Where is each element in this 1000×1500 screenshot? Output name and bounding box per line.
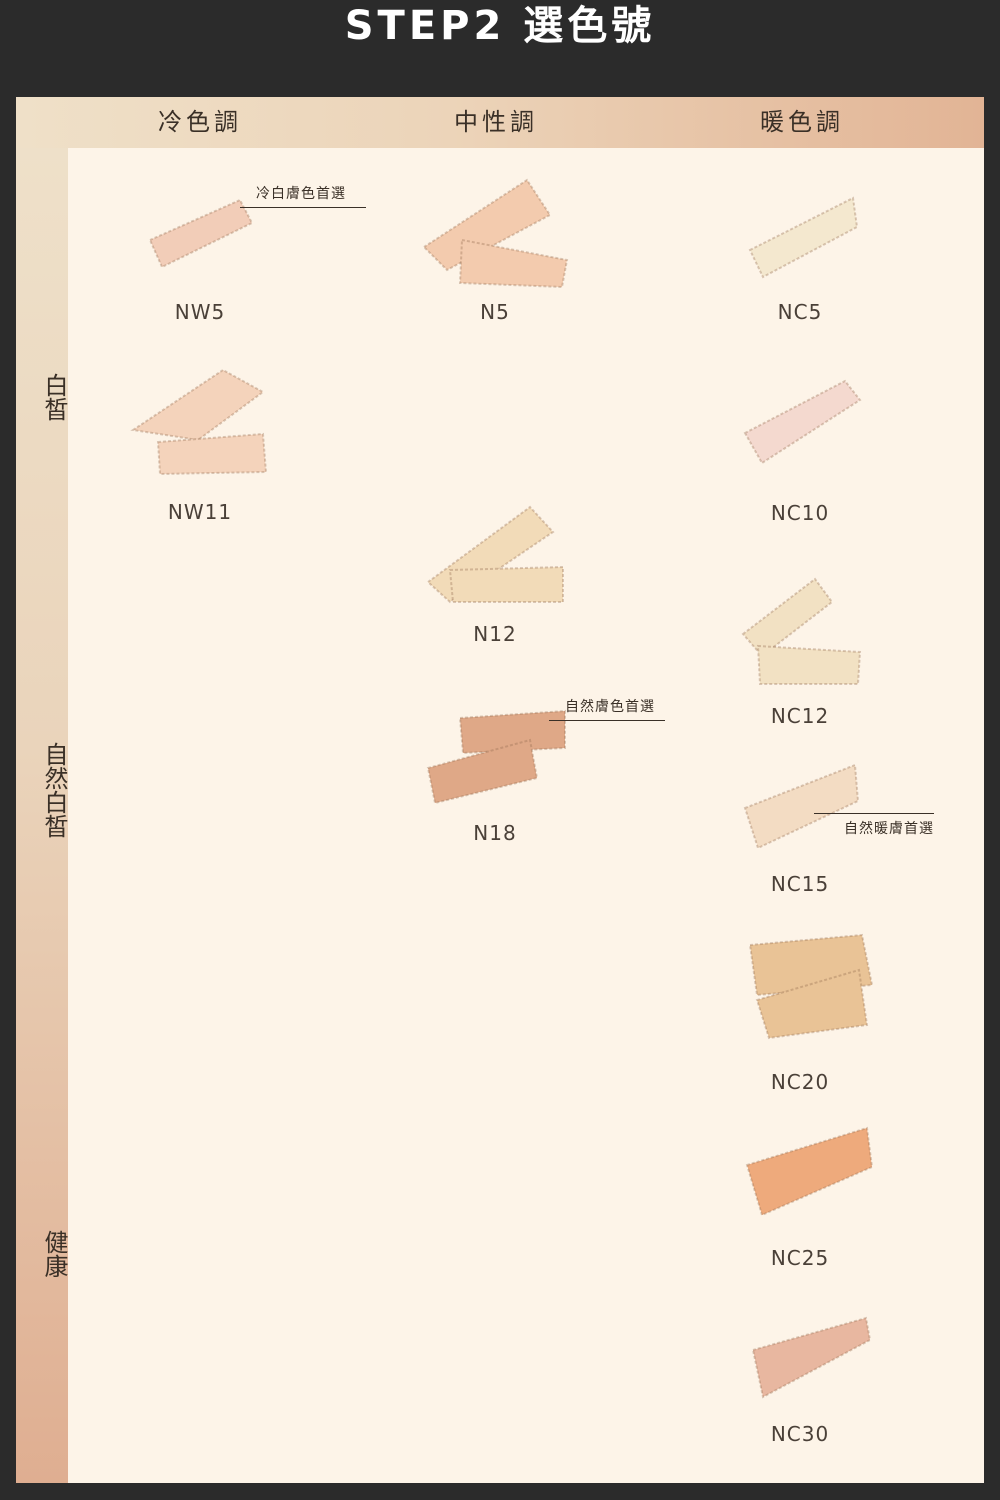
swatch-nc30[interactable] — [748, 1315, 876, 1405]
skin-level-sidebar: 白皙 自然白皙 健康 — [16, 148, 68, 1483]
column-neutral: 中性調 — [454, 108, 538, 136]
swatch-n12[interactable] — [425, 502, 570, 607]
nc10-swatch-shape — [743, 379, 862, 465]
swatch-n18[interactable] — [425, 708, 570, 808]
note-natural-warm-pick: 自然暖膚首選 — [814, 813, 934, 842]
note-natural-pick: 自然膚色首選 — [549, 696, 665, 721]
swatch-nc5[interactable] — [745, 195, 860, 285]
swatch-nc10[interactable] — [740, 378, 865, 468]
code-nc20: NC20 — [770, 1070, 830, 1094]
swatch-nw5[interactable] — [140, 195, 260, 285]
swatch-nc12[interactable] — [740, 574, 865, 689]
swatch-nc25[interactable] — [742, 1125, 877, 1225]
row-fair: 白皙 — [40, 373, 68, 421]
swatch-nw11[interactable] — [128, 362, 273, 477]
code-nw11: NW11 — [167, 500, 233, 524]
code-n5: N5 — [480, 300, 510, 324]
note-cool-fair-pick: 冷白膚色首選 — [240, 183, 366, 208]
code-nw5: NW5 — [174, 300, 226, 324]
column-warm: 暖色調 — [760, 108, 844, 136]
nc25-swatch-shape — [745, 1126, 874, 1217]
n5-swatch-shape — [422, 178, 569, 289]
n18-swatch-shape — [426, 709, 566, 805]
code-nc30: NC30 — [770, 1422, 830, 1446]
note-line — [814, 813, 934, 818]
row-natural-fair: 自然白皙 — [40, 742, 68, 838]
code-nc10: NC10 — [770, 501, 830, 525]
code-n18: N18 — [473, 821, 517, 845]
nc12-swatch-shape — [741, 577, 862, 685]
swatch-nc15[interactable] — [740, 763, 862, 858]
nw11-swatch-shape — [130, 368, 268, 476]
nc20-swatch-shape — [748, 933, 874, 1040]
note-text: 自然暖膚首選 — [844, 821, 934, 837]
nw5-swatch-shape — [148, 198, 254, 269]
n12-swatch-shape — [426, 505, 564, 604]
code-nc12: NC12 — [770, 704, 830, 728]
code-n12: N12 — [473, 622, 517, 646]
code-nc5: NC5 — [777, 300, 823, 324]
code-nc25: NC25 — [770, 1246, 830, 1270]
code-nc15: NC15 — [770, 872, 830, 896]
row-healthy: 健康 — [40, 1230, 68, 1278]
page-title: STEP2 選色號 — [344, 3, 656, 49]
nc15-swatch-shape — [743, 763, 860, 850]
tone-header: 冷色調 中性調 暖色調 — [16, 97, 984, 148]
nc5-swatch-shape — [748, 196, 859, 279]
swatch-nc20[interactable] — [747, 930, 882, 1040]
nc30-swatch-shape — [751, 1316, 872, 1399]
column-cool: 冷色調 — [158, 108, 242, 136]
swatch-n5[interactable] — [422, 175, 572, 289]
